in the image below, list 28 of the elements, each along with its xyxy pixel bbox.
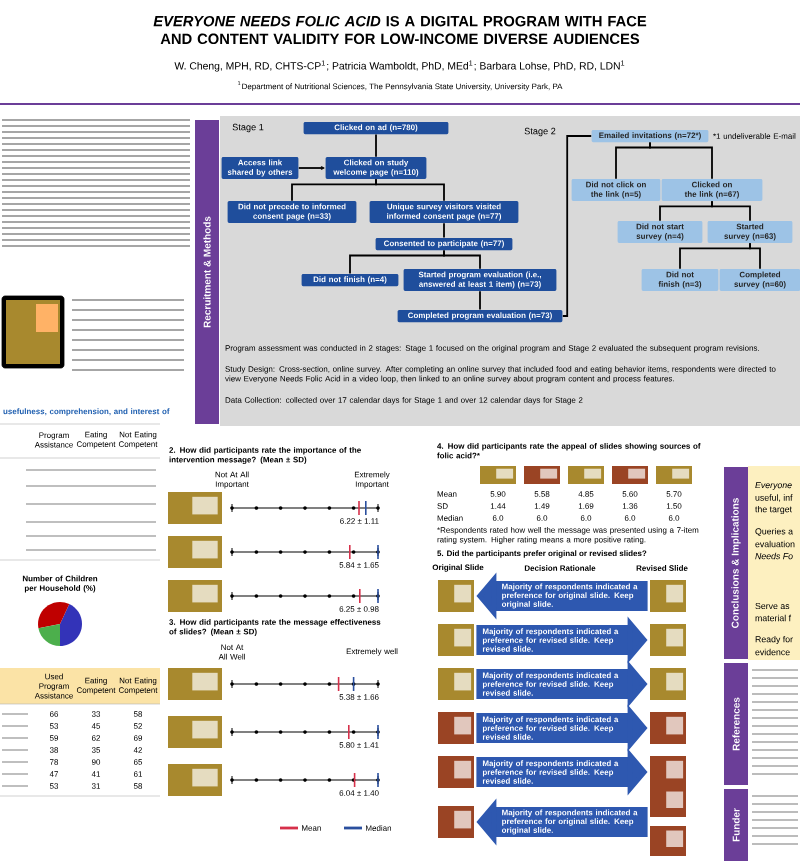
connector-line [297,166,325,170]
slide-picture [650,624,686,656]
connector-line [291,178,377,202]
slide-picture [650,787,686,817]
connector-line [443,249,481,270]
slide-picture [438,756,474,788]
slide-picture [438,668,474,700]
slide-picture [438,580,474,612]
connector-line [659,200,713,222]
slide-picture [650,756,686,788]
slide-picture [438,806,474,838]
slide-picture [650,826,686,856]
connector-line [443,222,445,239]
connector-line [375,178,445,202]
slide-picture [650,668,686,700]
connector-line [749,242,761,270]
connector-line [561,135,593,317]
connector-line [711,200,751,222]
connector-line [649,141,713,180]
slide-picture [650,712,686,744]
connector-line [615,141,651,180]
connector-line [479,290,481,311]
connector-line [349,249,445,275]
slide-picture [650,580,686,612]
connector-line [679,242,751,270]
connector-line [375,133,377,158]
slide-picture [438,624,474,656]
slide-picture [438,712,474,744]
